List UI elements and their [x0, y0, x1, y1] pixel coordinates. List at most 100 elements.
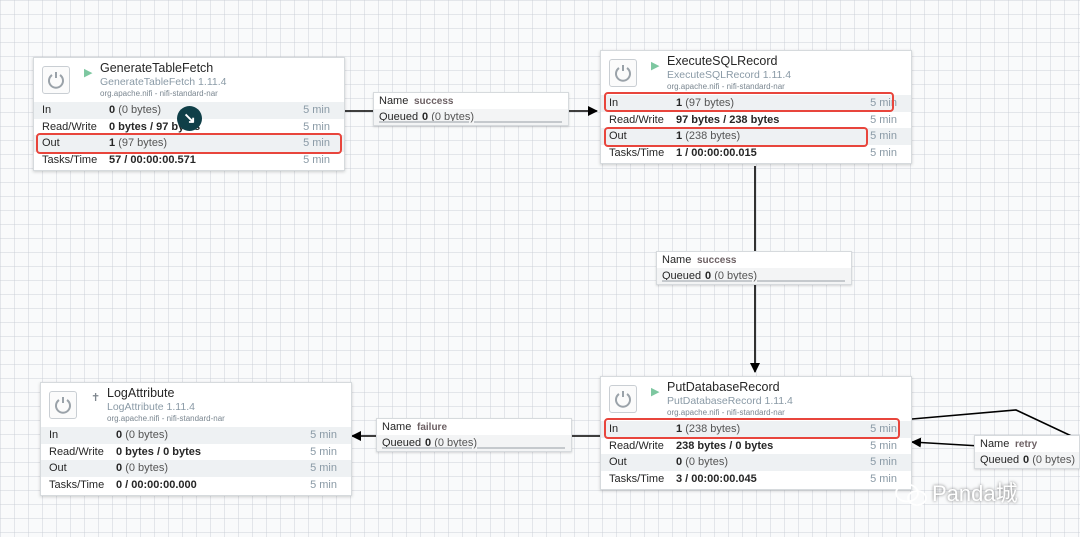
conn-queued-key: Queued: [379, 111, 419, 123]
queue-bar: [474, 121, 562, 123]
conn-queued-key: Queued: [382, 437, 422, 449]
connection-line-retry-return: [911, 437, 981, 448]
queued-count: 0: [425, 437, 432, 449]
connection-label-failure[interactable]: Name failure Queued 0 (0 bytes): [376, 418, 572, 452]
stat-row-out: Out 1 (97 bytes) 5 min: [34, 135, 344, 152]
stat-value-tasks: 1 / 00:00:00.015: [676, 146, 757, 159]
in-count: 1: [676, 423, 683, 435]
queue-bar: [757, 280, 845, 282]
stat-window: 5 min: [303, 104, 330, 116]
arrow-down-right-icon[interactable]: ↘: [177, 106, 202, 131]
stat-window: 5 min: [303, 137, 330, 149]
stat-label-in: In: [609, 423, 619, 435]
stat-value-in: 1 (238 bytes): [676, 423, 740, 435]
processor-bundle: org.apache.nifi - nifi-standard-nar: [667, 82, 785, 91]
stat-row-in: In 0 (0 bytes) 5 min: [41, 427, 351, 444]
conn-queued-row: Queued 0 (0 bytes): [657, 268, 851, 284]
processor-type: ExecuteSQLRecord 1.11.4: [667, 69, 792, 81]
stat-row-rw: Read/Write 97 bytes / 238 bytes 5 min: [601, 112, 911, 129]
connection-label-success-2[interactable]: Name success Queued 0 (0 bytes): [656, 251, 852, 285]
processor-icon: [609, 59, 637, 87]
stat-window: 5 min: [310, 445, 337, 458]
stat-row-in: In 1 (97 bytes) 5 min: [601, 95, 911, 112]
processor-bundle: org.apache.nifi - nifi-standard-nar: [667, 408, 785, 417]
conn-queued-key: Queued: [662, 270, 702, 282]
stat-window: 5 min: [870, 130, 897, 142]
processor-type: PutDatabaseRecord 1.11.4: [667, 395, 793, 407]
conn-name-key: Name: [662, 254, 692, 266]
highlight-putdatabaserecord-in: [604, 418, 900, 439]
stat-row-in: In 1 (238 bytes) 5 min: [601, 421, 911, 438]
processor-bundle: org.apache.nifi - nifi-standard-nar: [100, 89, 218, 98]
processor-icon: [49, 391, 77, 419]
stat-label-tasks: Tasks/Time: [49, 478, 105, 491]
stat-window: 5 min: [870, 439, 897, 452]
processor-name: ExecuteSQLRecord: [667, 54, 778, 68]
out-count: 0: [676, 456, 683, 468]
queue-bar: [382, 447, 472, 449]
in-bytes: (238 bytes): [685, 423, 741, 435]
wechat-icon: [894, 483, 928, 507]
watermark-text: Panda城: [932, 481, 1018, 506]
queued-count: 0: [422, 111, 429, 123]
stat-label-out: Out: [609, 130, 627, 142]
conn-name-value: failure: [417, 422, 448, 433]
conn-queued-key: Queued: [980, 454, 1020, 466]
stat-value-rw: 238 bytes / 0 bytes: [676, 439, 774, 452]
in-count: 0: [116, 429, 123, 441]
conn-name-value: retry: [1015, 439, 1038, 450]
stopped-icon: ✝: [91, 392, 101, 404]
play-icon: ▶: [84, 67, 93, 79]
stat-label-rw: Read/Write: [49, 445, 104, 458]
stat-label-tasks: Tasks/Time: [609, 472, 665, 485]
out-bytes: (0 bytes): [125, 462, 168, 474]
processor-logattribute[interactable]: ✝ LogAttribute LogAttribute 1.11.4 org.a…: [40, 382, 352, 496]
conn-name-key: Name: [382, 421, 412, 433]
stat-row-tasks: Tasks/Time 1 / 00:00:00.015 5 min: [601, 145, 911, 162]
stat-row-out: Out 1 (238 bytes) 5 min: [601, 128, 911, 145]
connection-label-retry[interactable]: Name retry Queued 0 (0 bytes): [974, 435, 1080, 469]
play-icon: ▶: [651, 60, 660, 72]
stat-window: 5 min: [310, 429, 337, 441]
in-bytes: (97 bytes): [685, 97, 735, 109]
stat-value-out: 0 (0 bytes): [116, 462, 168, 474]
in-bytes: (0 bytes): [125, 429, 168, 441]
processor-name: GenerateTableFetch: [100, 61, 214, 75]
stat-label-rw: Read/Write: [609, 113, 664, 126]
stat-label-in: In: [49, 429, 59, 441]
conn-queued-value: 0 (0 bytes): [705, 270, 757, 282]
queued-bytes: (0 bytes): [714, 270, 757, 282]
stat-window: 5 min: [870, 423, 897, 435]
conn-name-value: success: [697, 255, 737, 266]
stat-row-out: Out 0 (0 bytes) 5 min: [41, 460, 351, 477]
conn-queued-row: Queued 0 (0 bytes): [377, 435, 571, 451]
stat-value-in: 1 (97 bytes): [676, 97, 734, 109]
stat-label-out: Out: [609, 456, 627, 468]
stat-value-tasks: 0 / 00:00:00.000: [116, 478, 197, 491]
stat-window: 5 min: [303, 120, 330, 133]
stat-value-rw: 97 bytes / 238 bytes: [676, 113, 780, 126]
stat-label-rw: Read/Write: [609, 439, 664, 452]
stat-value-in: 0 (0 bytes): [109, 104, 161, 116]
queue-bar: [662, 280, 752, 282]
stat-label-in: In: [609, 97, 619, 109]
watermark: Panda城: [894, 476, 1018, 508]
queued-count: 0: [1023, 454, 1030, 466]
out-bytes: (0 bytes): [685, 456, 728, 468]
play-icon: ▶: [651, 386, 660, 398]
stat-window: 5 min: [310, 478, 337, 491]
stat-value-rw: 0 bytes / 0 bytes: [116, 445, 201, 458]
highlight-generatetablefetch-out: [36, 133, 342, 154]
stat-window: 5 min: [310, 462, 337, 474]
queued-bytes: (0 bytes): [434, 437, 477, 449]
queued-bytes: (0 bytes): [1032, 454, 1075, 466]
processor-putdatabaserecord[interactable]: ▶ PutDatabaseRecord PutDatabaseRecord 1.…: [600, 376, 912, 490]
connection-line-retry: [911, 409, 1080, 441]
stat-window: 5 min: [870, 472, 897, 485]
queue-bar: [477, 447, 565, 449]
connection-label-success-1[interactable]: Name success Queued 0 (0 bytes): [373, 92, 569, 126]
processor-name: PutDatabaseRecord: [667, 380, 780, 394]
conn-name-row: Name success: [657, 252, 851, 268]
out-count: 1: [109, 137, 116, 149]
stat-window: 5 min: [870, 456, 897, 468]
